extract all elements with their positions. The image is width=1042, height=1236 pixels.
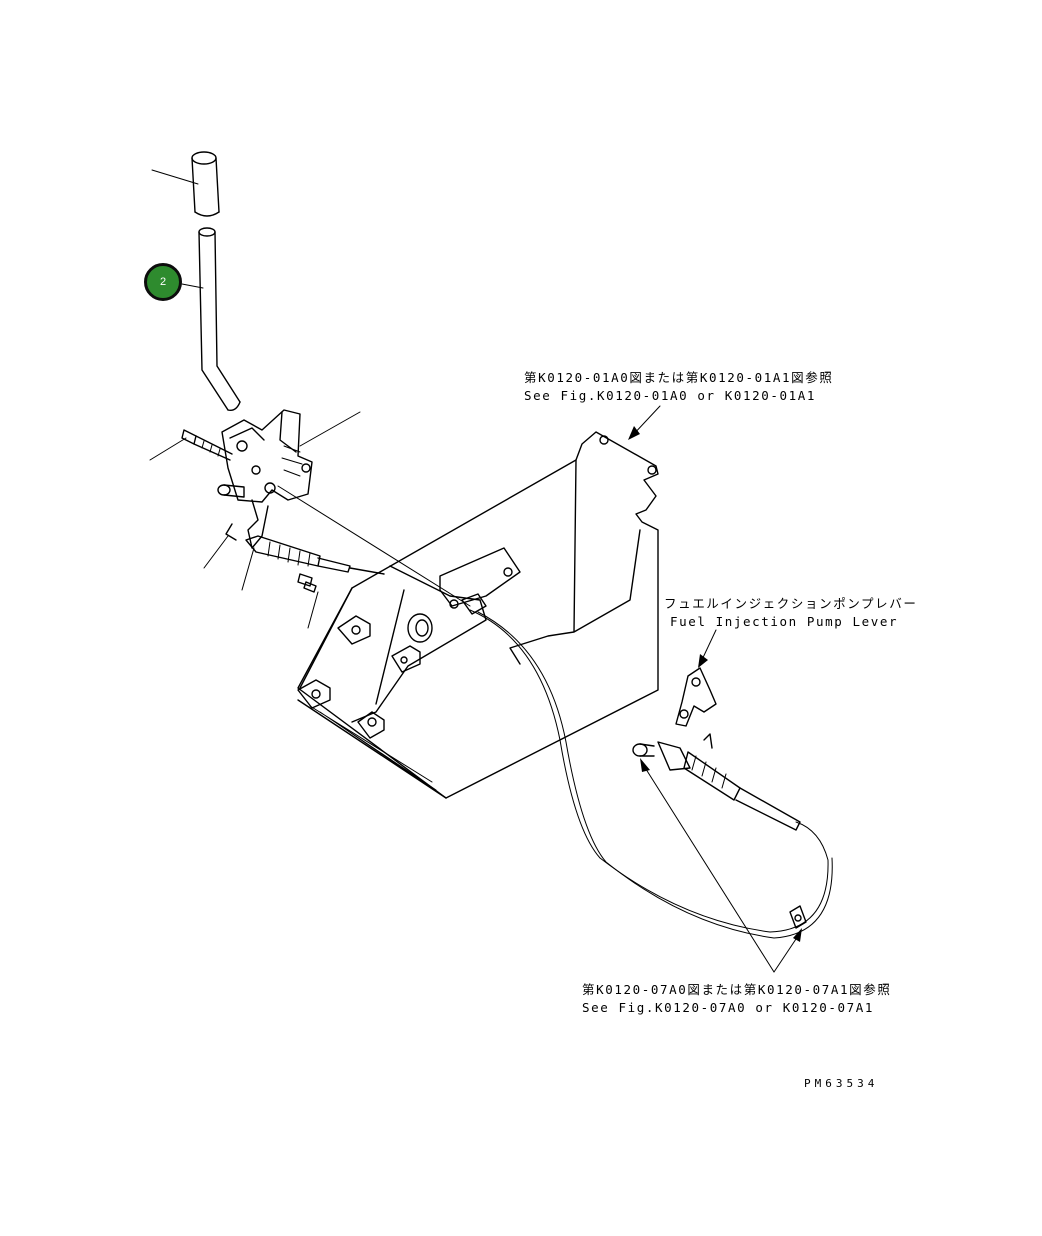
leader-cable-end xyxy=(241,547,255,591)
leader-rod xyxy=(181,283,204,289)
cable-clamp xyxy=(789,905,807,929)
bolt-side xyxy=(217,484,245,498)
leader-clip xyxy=(203,535,229,569)
lever-grip xyxy=(191,151,220,217)
housing-box xyxy=(297,431,659,799)
lever-label-en: Fuel Injection Pump Lever xyxy=(670,614,899,629)
link-line xyxy=(277,485,471,607)
clamp-ref-en: See Fig.K0120-07A0 or K0120-07A1 xyxy=(582,1000,875,1015)
cable-end-lower xyxy=(632,741,801,831)
bolt-lower xyxy=(297,573,317,593)
cable-end-upper xyxy=(225,523,385,575)
control-cable xyxy=(469,609,829,933)
tank-ref-en: See Fig.K0120-01A0 or K0120-01A1 xyxy=(524,388,817,403)
lever-label-jp: フュエルインジェクションポンプレバー xyxy=(664,596,918,611)
box-clips xyxy=(297,613,433,739)
drawing-number: PM63534 xyxy=(804,1077,879,1090)
mounting-plate xyxy=(439,547,521,615)
ref-arrows xyxy=(628,405,802,973)
leader-bracket xyxy=(299,411,361,447)
bolt-upper xyxy=(181,429,233,461)
leader-bolt-lower xyxy=(307,591,319,629)
leader-grip xyxy=(151,169,199,185)
part-number-badge[interactable]: 2 xyxy=(144,263,182,301)
fuel-pump-lever xyxy=(675,667,717,749)
leader-bolt-upper xyxy=(149,437,187,461)
clamp-ref-jp: 第K0120-07A0図または第K0120-07A1図参照 xyxy=(582,982,892,997)
lever-rod xyxy=(198,227,241,412)
lever-bracket xyxy=(221,409,313,549)
control-cable-inner xyxy=(477,611,833,939)
tank-ref-jp: 第K0120-01A0図または第K0120-01A1図参照 xyxy=(524,370,834,385)
